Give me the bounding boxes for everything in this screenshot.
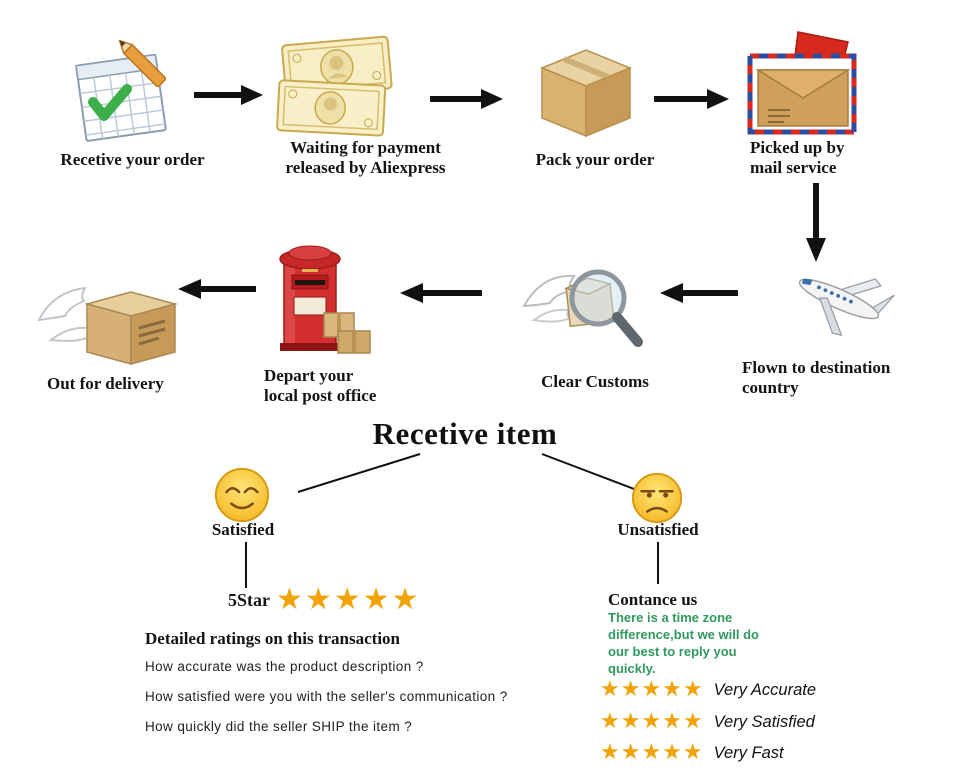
rating-label-satisfied: Very Satisfied: [713, 712, 815, 731]
step-label-depart: Depart your local post office: [264, 366, 377, 406]
rating-stars-fast: ★★★★★: [600, 740, 704, 765]
pack-box-icon: [528, 38, 643, 140]
five-star-prefix: 5Star: [228, 589, 270, 610]
rating-row-satisfied: ★★★★★ Very Satisfied: [600, 711, 815, 733]
arrow-left-1: [658, 280, 740, 306]
step-label-pack-order: Pack your order: [535, 150, 655, 169]
postbox-icon: [262, 233, 374, 363]
receive-item-title: Recetive item: [372, 416, 558, 451]
arrow-left-2: [398, 280, 484, 306]
contact-us-heading: Contance us: [608, 590, 698, 609]
step-label-flown: Flown to destination country: [742, 358, 891, 398]
arrow-left-3: [176, 276, 258, 302]
rating-row-accurate: ★★★★★ Very Accurate: [600, 679, 816, 701]
mail-envelope-icon: [742, 28, 862, 143]
order-notepad-icon: [65, 40, 180, 145]
payment-money-icon: [272, 33, 402, 141]
question-shipping-speed: How quickly did the seller SHIP the item…: [145, 719, 413, 734]
satisfied-connector-line: [245, 542, 247, 588]
satisfied-face-icon: [213, 466, 271, 524]
step-label-picked-up: Picked up by mail service: [750, 138, 845, 178]
step-label-clear-customs: Clear Customs: [541, 372, 649, 391]
unsatisfied-connector-line: [657, 542, 659, 584]
arrow-down: [802, 183, 830, 263]
branch-lines: [270, 448, 670, 496]
arrow-right-2: [428, 86, 504, 112]
customs-magnifier-icon: [518, 250, 650, 356]
step-label-out-for-delivery: Out for delivery: [47, 374, 164, 393]
arrow-right-3: [652, 86, 730, 112]
satisfied-label: Satisfied: [211, 520, 275, 539]
step-label-waiting-payment: Waiting for payment released by Aliexpre…: [285, 138, 446, 178]
rating-row-fast: ★★★★★ Very Fast: [600, 742, 784, 764]
question-communication: How satisfied were you with the seller's…: [145, 689, 508, 704]
step-label-receive-order: Recetive your order: [60, 150, 205, 169]
timezone-note: There is a time zone difference,but we w…: [608, 610, 759, 676]
rating-stars-satisfied: ★★★★★: [600, 709, 704, 734]
question-accuracy: How accurate was the product description…: [145, 659, 424, 674]
delivery-winged-box-icon: [35, 274, 183, 368]
rating-stars-accurate: ★★★★★: [600, 677, 704, 702]
airplane-icon: [782, 243, 897, 355]
detailed-ratings-heading: Detailed ratings on this transaction: [145, 629, 400, 648]
unsatisfied-face-icon: [630, 471, 684, 525]
rating-label-accurate: Very Accurate: [713, 680, 817, 699]
five-star-stars: ★★★★★: [276, 582, 421, 617]
unsatisfied-label: Unsatisfied: [617, 520, 699, 539]
arrow-right-1: [192, 82, 264, 108]
five-star-row: 5Star ★★★★★: [228, 585, 420, 615]
rating-label-fast: Very Fast: [713, 743, 784, 762]
